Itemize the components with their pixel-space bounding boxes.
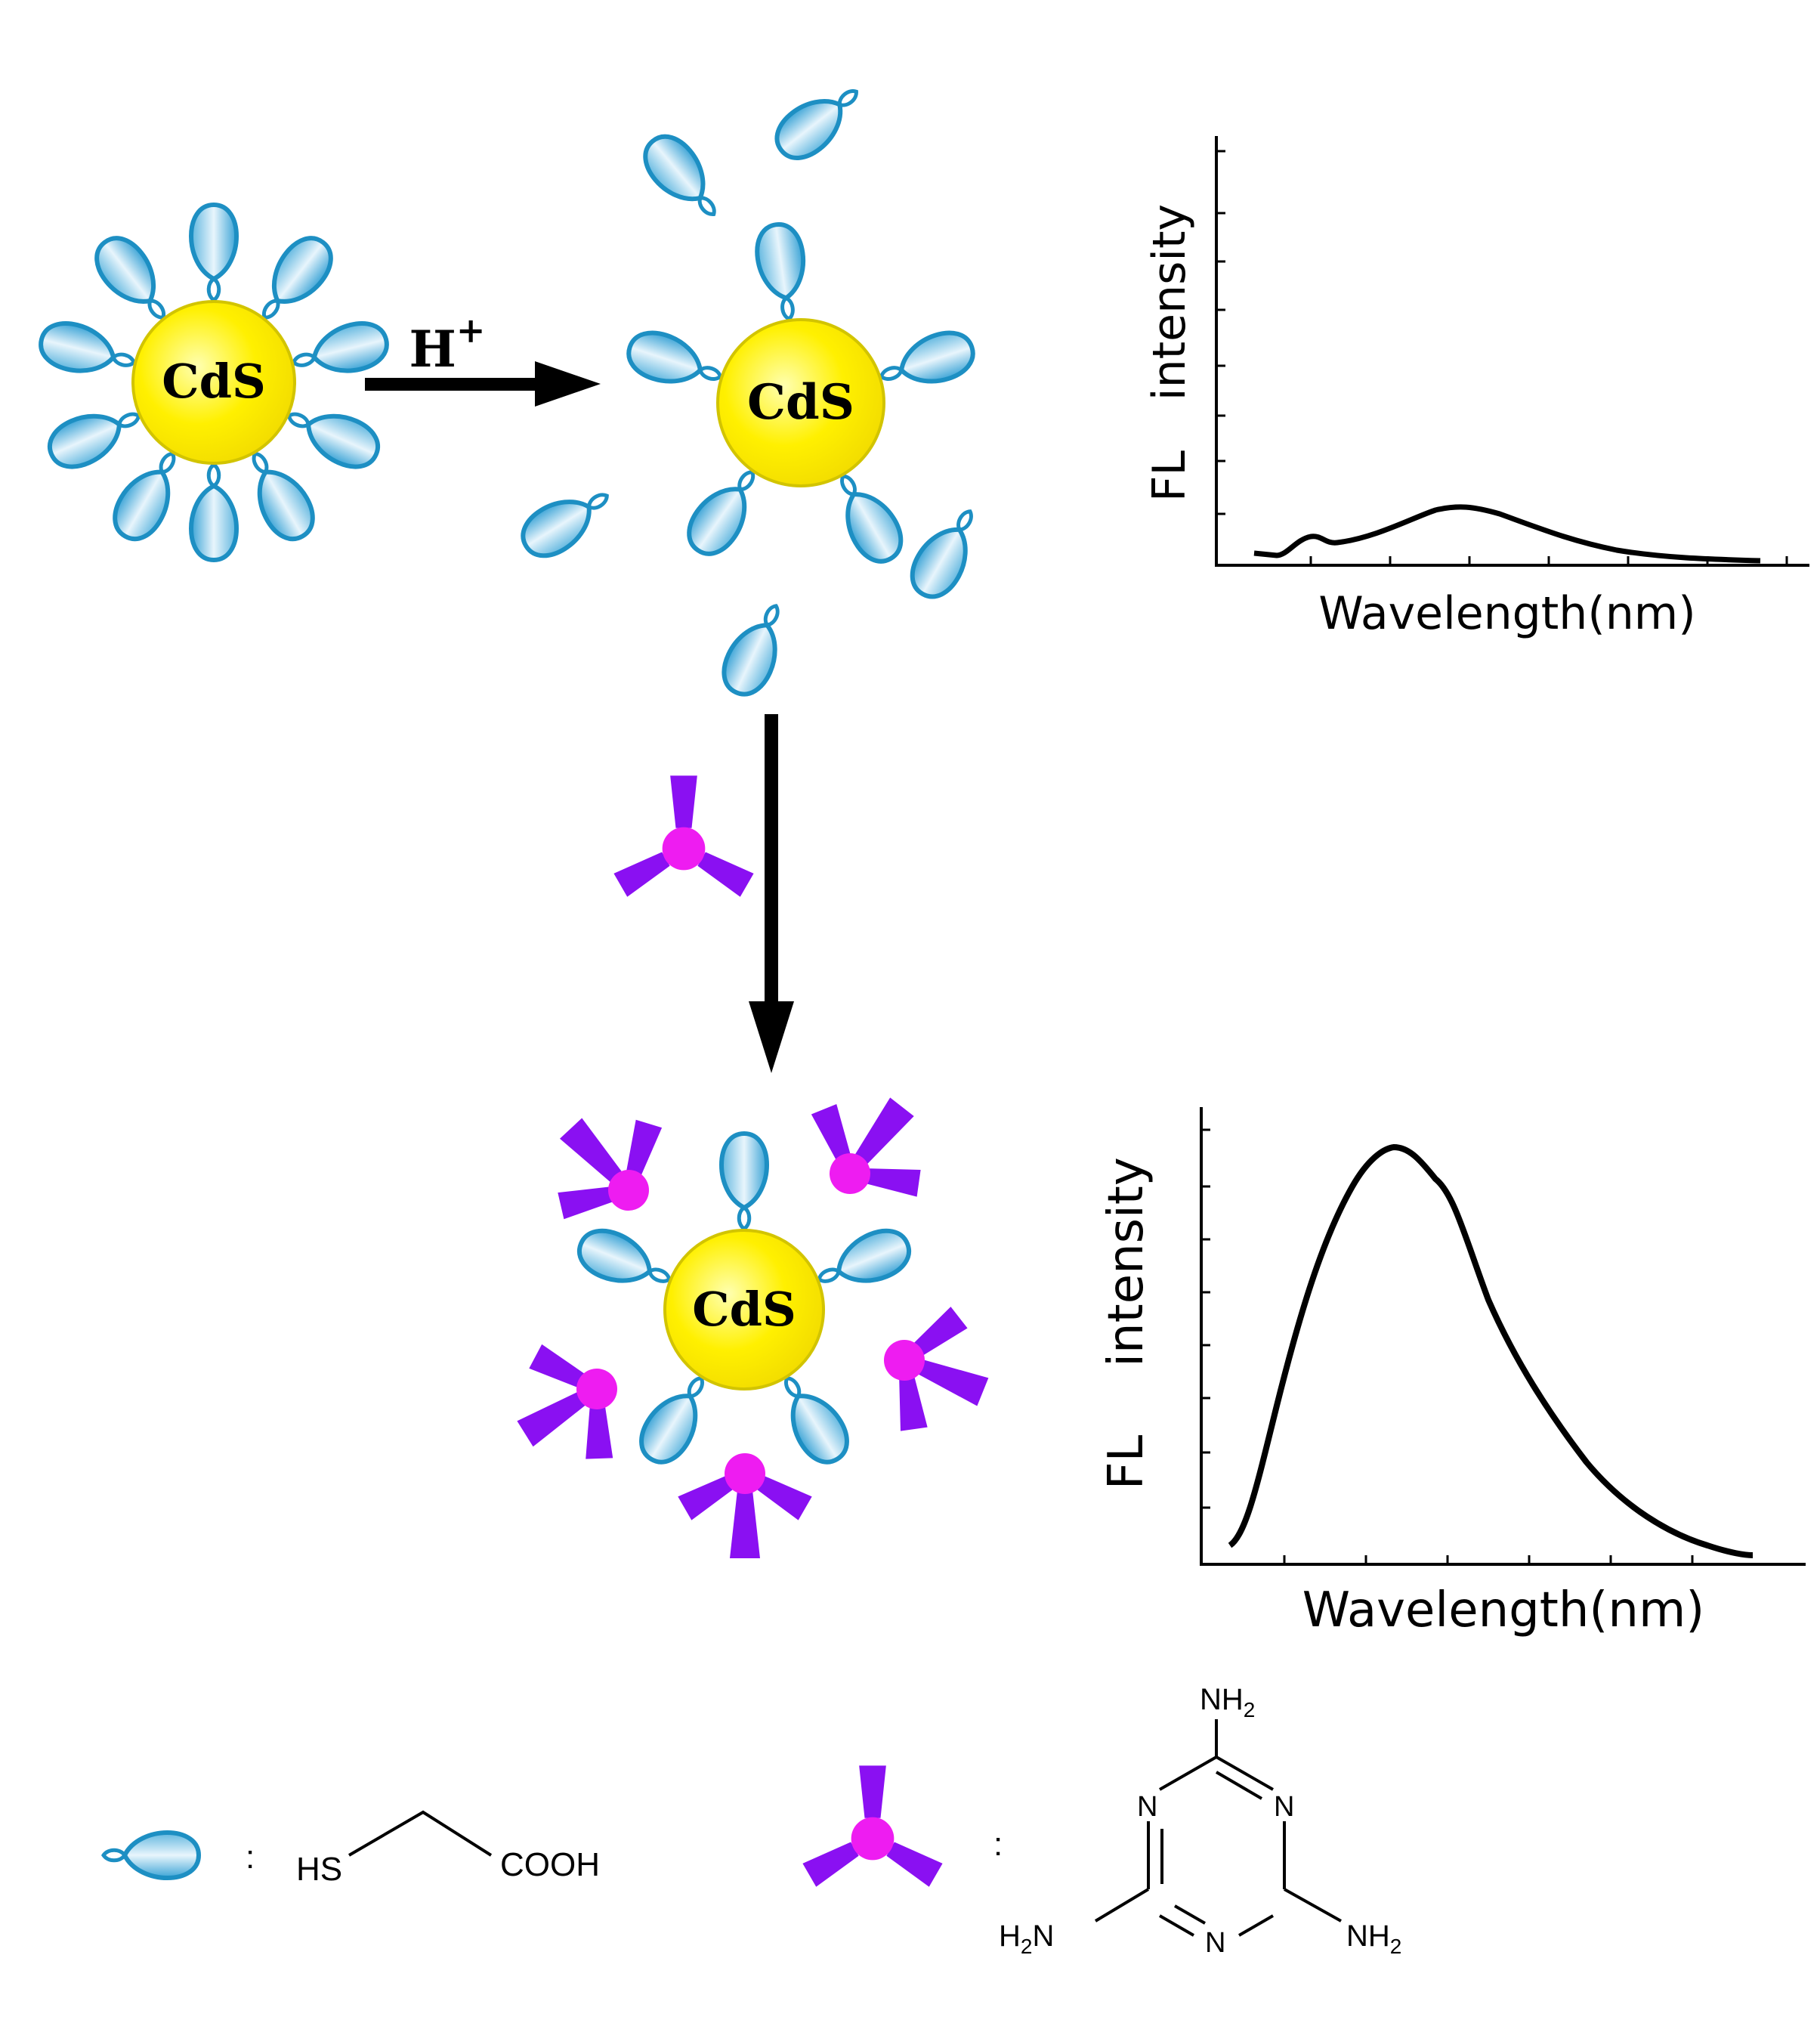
- melamine-arrow: [749, 714, 794, 1073]
- core-label: CdS: [747, 374, 854, 431]
- cds-core: [716, 318, 885, 487]
- ring-nitrogen: N: [1137, 1791, 1157, 1823]
- tga-ligand: [823, 465, 910, 570]
- bound-melamine: [521, 1082, 692, 1251]
- y-ticks: [1216, 150, 1225, 515]
- bound-melamine: [860, 1290, 1009, 1455]
- tga-ligand: [42, 395, 148, 475]
- acid-etched-cds-nanoparticle: CdS: [623, 221, 978, 570]
- y-axis-label-fl: FL: [1098, 1434, 1154, 1489]
- capped-cds-nanoparticle: CdS: [36, 205, 392, 560]
- bound-melamine: [784, 1066, 955, 1231]
- legend-melamine: : N N N NH2 H2N NH2: [802, 1683, 1401, 1959]
- free-tga-ligand: [768, 74, 870, 169]
- tga-ligand: [289, 317, 392, 385]
- y-axis-label-intensity: intensity: [1143, 204, 1196, 401]
- amine-label-top: NH2: [1200, 1683, 1255, 1721]
- tga-ligand-icon: [104, 1833, 199, 1878]
- fl-spectrum-recovered: Wavelength(nm) FL intensity: [1098, 1107, 1806, 1638]
- tga-ligand: [768, 1366, 857, 1471]
- y-axis-label-fl: FL: [1143, 450, 1196, 502]
- core-label: CdS: [692, 1282, 796, 1337]
- tga-ligand: [753, 221, 811, 322]
- emission-curve: [1228, 1144, 1754, 1558]
- amine-label-right: NH2: [1346, 1919, 1401, 1958]
- melamine-icon: [802, 1765, 943, 1887]
- tga-ligand: [811, 1223, 916, 1301]
- core-label: CdS: [162, 354, 265, 409]
- free-tga-ligand: [715, 596, 797, 702]
- tga-ligand: [573, 1223, 678, 1301]
- tga-ligand: [280, 395, 385, 475]
- legend-tga: : HS COOH: [104, 1810, 600, 1888]
- tga-ligand: [722, 1134, 767, 1229]
- y-axis-label-intensity: intensity: [1098, 1157, 1154, 1366]
- x-axis-label: Wavelength(nm): [1302, 1582, 1705, 1638]
- tga-ligand: [36, 317, 140, 385]
- amine-label-left: H2N: [999, 1919, 1054, 1958]
- bound-melamine: [678, 1453, 812, 1558]
- tga-ligand: [632, 1366, 721, 1471]
- legend-colon: :: [993, 1826, 1003, 1863]
- acid-label: H+: [409, 310, 486, 379]
- carboxyl-label: COOH: [500, 1846, 600, 1883]
- free-tga-ligand: [903, 500, 990, 605]
- melamine-structure: [1094, 1719, 1342, 1937]
- legend-colon: :: [246, 1839, 255, 1876]
- bound-melamine: [490, 1321, 650, 1491]
- tga-ligand: [236, 442, 323, 547]
- tga-ligand: [623, 326, 727, 398]
- y-ticks: [1201, 1128, 1210, 1509]
- melamine-reagent: [613, 775, 754, 897]
- tga-skeleton: [348, 1810, 493, 1857]
- tga-ligand: [874, 326, 978, 398]
- acid-arrow: [365, 361, 601, 407]
- thiol-label: HS: [296, 1851, 342, 1888]
- cds-core: [663, 1229, 825, 1390]
- fl-spectrum-quenched: Wavelength(nm) FL intensity: [1143, 136, 1809, 640]
- tga-ligand: [106, 442, 193, 547]
- ring-nitrogen: N: [1205, 1927, 1225, 1959]
- cds-core: [131, 300, 296, 465]
- tga-ligand: [191, 205, 236, 300]
- tga-ligand: [191, 465, 236, 560]
- ring-nitrogen: N: [1274, 1791, 1294, 1823]
- emission-curve: [1253, 504, 1761, 564]
- x-ticks: [1283, 1555, 1694, 1564]
- free-tga-ligand: [635, 127, 731, 229]
- x-axis-label: Wavelength(nm): [1318, 587, 1695, 640]
- free-tga-ligand: [514, 477, 620, 566]
- melamine-bound-cds-nanoparticle: CdS: [490, 1066, 1009, 1558]
